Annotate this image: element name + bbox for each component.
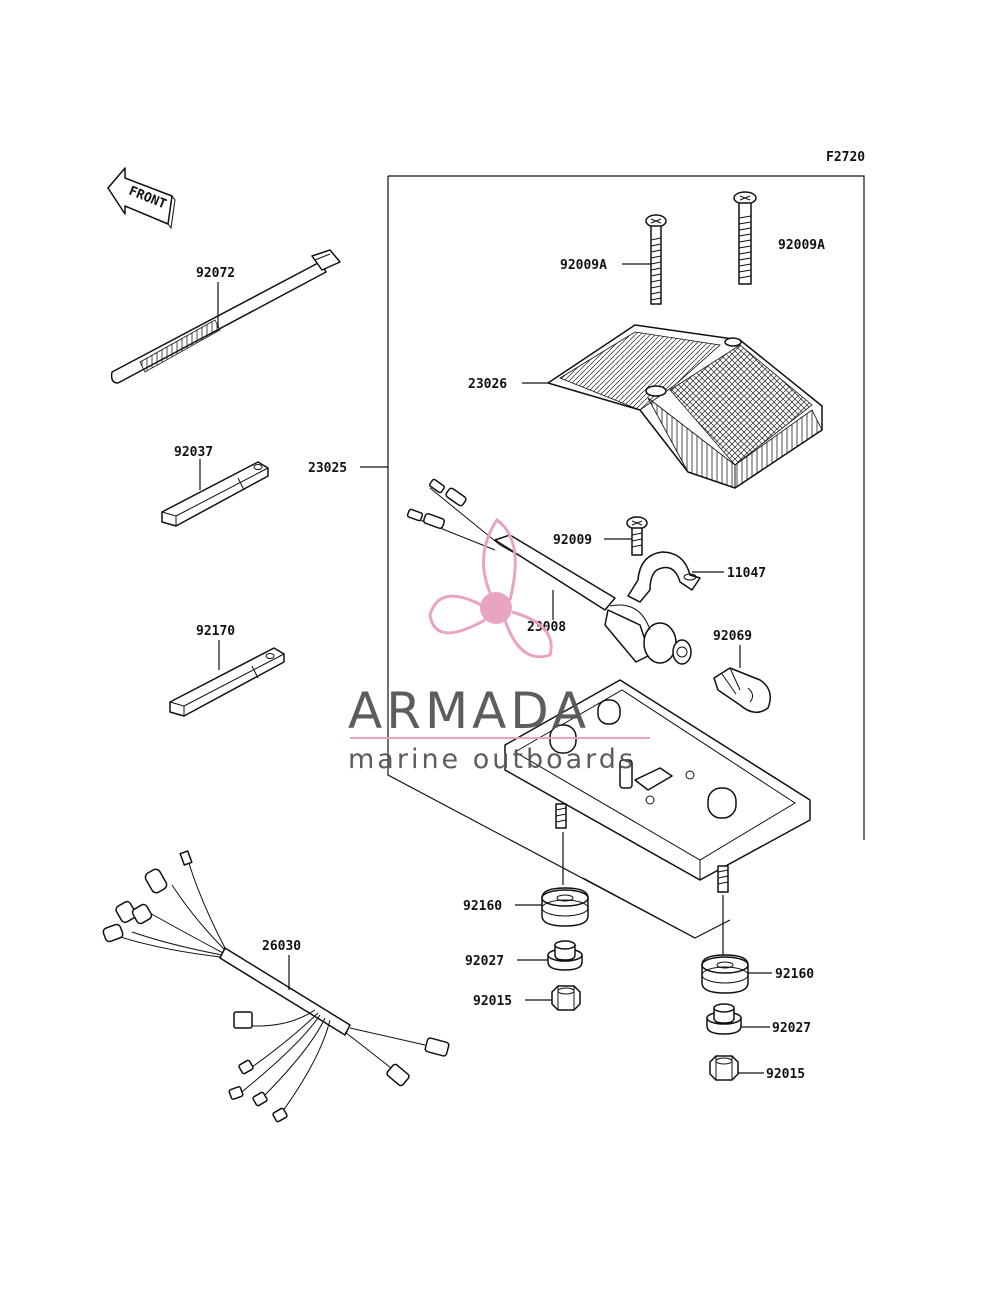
diagram-code: F2720 [826,150,865,165]
part-number-92160-right: 92160 [775,967,814,982]
watermark: ARMADA marine outboards [348,517,650,775]
wire-harness-26030 [102,850,450,1123]
strap-92170 [169,647,285,717]
part-number-92009a-right: 92009A [778,238,825,253]
part-number-23025: 23025 [308,461,347,476]
cover-lens-23026 [547,324,823,489]
part-number-92069: 92069 [713,629,752,644]
grommet-92160-right [701,954,749,994]
strap-92037 [161,461,269,527]
part-number-92160-left: 92160 [463,899,502,914]
stud-left [555,803,567,829]
screw-92009 [626,516,648,556]
part-number-92015-left: 92015 [473,994,512,1009]
nut-92015-right [709,1055,739,1081]
bolt-92009a-left [645,214,667,305]
part-number-92009a-left: 92009A [560,258,607,273]
part-number-92015-right: 92015 [766,1067,805,1082]
nut-92015-left [551,985,581,1011]
cable-tie-92072 [110,249,341,384]
clamp-11047 [627,551,701,603]
bolt-92009a-right [733,191,757,285]
part-number-92072: 92072 [196,266,235,281]
watermark-brand: ARMADA [348,682,590,740]
watermark-tagline: marine outboards [348,744,636,775]
part-number-92027-right: 92027 [772,1021,811,1036]
part-number-23026: 23026 [468,377,507,392]
stud-right [717,865,729,893]
part-number-92009: 92009 [553,533,592,548]
part-number-92170: 92170 [196,624,235,639]
front-arrow-icon: FRONT [107,167,176,230]
housing-base [504,679,811,881]
part-number-11047: 11047 [727,566,766,581]
collar-92027-right [706,1003,742,1035]
bulb-92069 [713,667,771,714]
grommet-92160-left [541,887,589,927]
assembly-outline [387,175,865,939]
part-number-26030: 26030 [262,939,301,954]
part-number-92037: 92037 [174,445,213,460]
part-number-92027-left: 92027 [465,954,504,969]
socket-wire-23008 [406,478,692,665]
propeller-icon [428,517,553,659]
collar-92027-left [547,940,583,971]
